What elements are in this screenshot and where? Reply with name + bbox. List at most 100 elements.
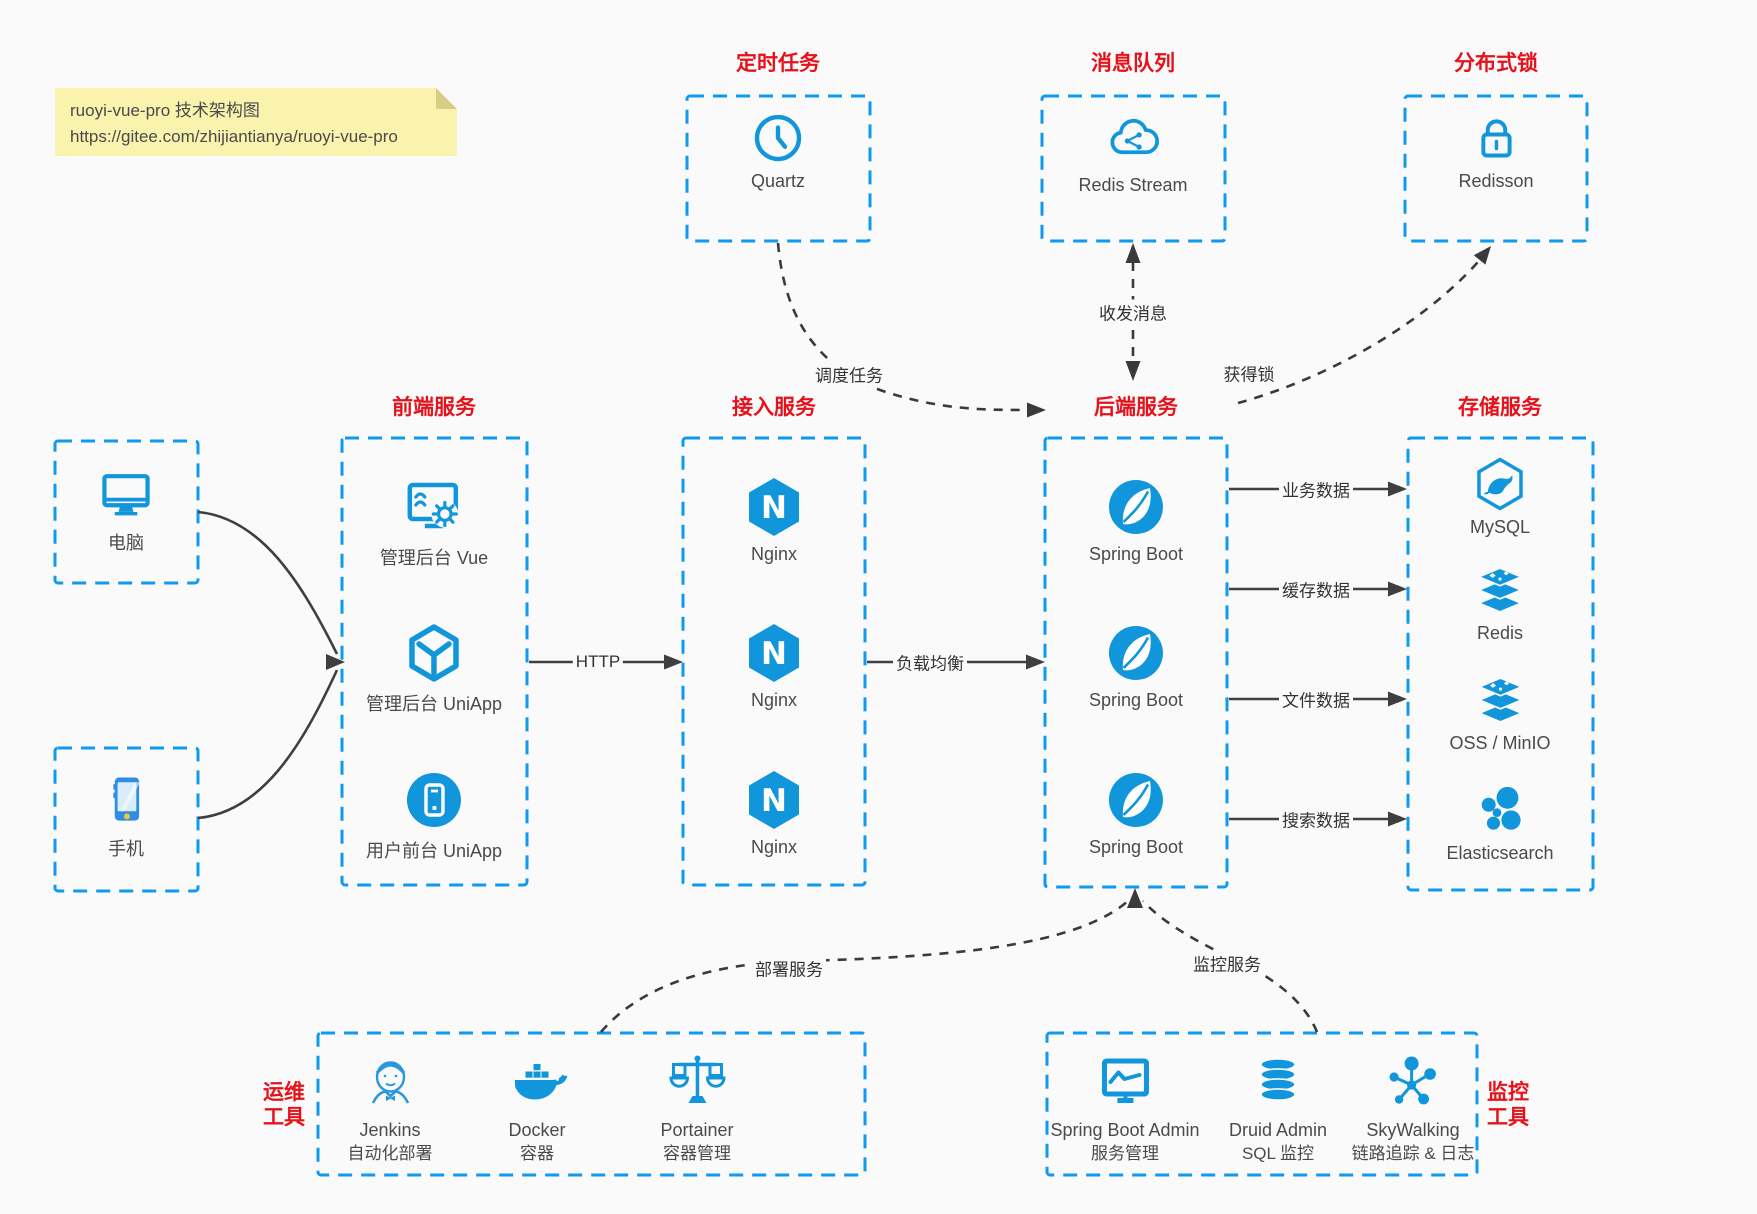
redisson-label: Redisson [1458,171,1534,191]
admin-vue-label: 管理后台 Vue [379,548,489,568]
druid-icon [1246,1050,1310,1114]
portainer-icon [665,1050,729,1114]
title-access: 接入服务 [732,396,816,419]
docker-name: Docker [508,1120,566,1140]
monitoring-title-line2: 工具 [1487,1105,1529,1129]
item-quartz: Quartz [750,110,806,192]
item-admin-vue: 管理后台 Vue [380,475,488,570]
item-springboot-2: Spring Boot [1089,621,1183,711]
item-docker: Docker 容器 [505,1050,569,1164]
mysql-label: MySQL [1469,517,1531,537]
edge-label-schedule-task: 调度任务 [812,361,886,387]
item-nginx-2: Nginx [742,621,806,711]
edge-label-http: HTTP [572,652,624,672]
springboot-label-3: Spring Boot [1088,837,1184,857]
title-mq: 消息队列 [1091,52,1175,75]
sticky-note: ruoyi-vue-pro 技术架构图 https://gitee.com/zh… [55,88,457,156]
item-redis: Redis [1472,562,1528,644]
schedule-task-arrow [776,242,1046,418]
edge-label-cache-data: 缓存数据 [1279,576,1353,602]
title-scheduler: 定时任务 [736,52,820,75]
title-monitoring-tools: 监控 工具 [1487,1081,1529,1131]
box-access [681,436,867,887]
portainer-name: Portainer [660,1120,734,1140]
item-admin-uniapp: 管理后台 UniApp [366,621,502,716]
devops-title-line1: 运维 [263,1081,305,1104]
box-mq [1040,94,1227,243]
box-frontend [340,436,529,887]
quartz-label: Quartz [750,171,806,191]
title-storage: 存储服务 [1458,396,1542,419]
title-devops-tools: 运维 工具 [263,1081,305,1131]
edge-label-file-data: 文件数据 [1279,686,1353,712]
nginx-label-1: Nginx [750,544,798,564]
spring-boot-icon [1104,621,1168,685]
nginx-icon [742,475,806,539]
uniapp-cube-icon [402,621,466,685]
mysql-icon [1472,456,1528,512]
nginx-icon [742,768,806,832]
item-skywalking: SkyWalking 链路追踪 & 日志 [1351,1050,1475,1164]
docker-icon [505,1050,569,1114]
edge-label-monitor-service: 监控服务 [1190,950,1264,976]
elasticsearch-label: Elasticsearch [1446,843,1554,863]
item-redisson: Redisson [1458,110,1534,192]
title-distlock: 分布式锁 [1454,52,1538,75]
monitoring-title-line1: 监控 [1487,1081,1529,1104]
title-backend: 后端服务 [1094,396,1178,419]
smartphone-icon [96,770,156,830]
portainer-desc: 容器管理 [662,1143,731,1163]
edge-label-acquire-lock: 获得锁 [1220,360,1278,386]
user-app-icon [402,768,466,832]
box-devops [316,1031,867,1177]
elasticsearch-icon [1472,782,1528,838]
box-backend [1043,436,1229,889]
edge-label-deploy-service: 部署服务 [752,955,826,981]
springboot-label-2: Spring Boot [1088,690,1184,710]
skywalking-icon [1381,1050,1445,1114]
item-spring-boot-admin: Spring Boot Admin 服务管理 [1050,1050,1200,1164]
redis-stream-label: Redis Stream [1078,175,1188,195]
cloud-message-icon [1103,110,1163,170]
storage-arrows [1229,481,1407,827]
nginx-label-2: Nginx [750,690,798,710]
edge-label-message: 收发消息 [1096,299,1170,325]
clock-icon [750,110,806,166]
desktop-icon [96,464,156,524]
spring-boot-icon [1104,475,1168,539]
oss-minio-label: OSS / MinIO [1449,733,1551,753]
item-redis-stream: Redis Stream [1078,110,1188,196]
item-druid-admin: Druid Admin SQL 监控 [1229,1050,1327,1164]
docker-desc: 容器 [520,1143,554,1163]
spring-boot-admin-name: Spring Boot Admin [1050,1120,1200,1140]
edge-label-search-data: 搜索数据 [1279,806,1353,832]
druid-admin-desc: SQL 监控 [1241,1143,1315,1163]
item-springboot-3: Spring Boot [1089,768,1183,858]
box-phone [53,746,200,893]
computer-label: 电脑 [108,533,144,553]
edge-label-load-balance: 负载均衡 [893,649,967,675]
jenkins-desc: 自动化部署 [347,1143,433,1163]
acquire-lock-arrow [1237,246,1491,405]
message-arrow [1125,243,1141,381]
item-phone: 手机 [96,770,156,861]
item-mysql: MySQL [1470,456,1530,538]
redis-icon [1472,562,1528,618]
box-monitoring [1045,1031,1479,1177]
skywalking-desc: 链路追踪 & 日志 [1351,1143,1475,1163]
note-title: ruoyi-vue-pro 技术架构图 [70,101,260,120]
nginx-label-3: Nginx [750,837,798,857]
spring-boot-icon [1104,768,1168,832]
druid-admin-name: Druid Admin [1228,1120,1328,1140]
item-nginx-3: Nginx [742,768,806,858]
devops-title-line2: 工具 [263,1105,305,1129]
lock-icon [1468,110,1524,166]
nginx-icon [742,621,806,685]
edge-label-business-data: 业务数据 [1279,476,1353,502]
skywalking-name: SkyWalking [1366,1120,1460,1140]
phone-label: 手机 [108,839,144,859]
jenkins-icon [358,1050,422,1114]
redis-label: Redis [1476,623,1524,643]
box-scheduler [685,94,872,243]
